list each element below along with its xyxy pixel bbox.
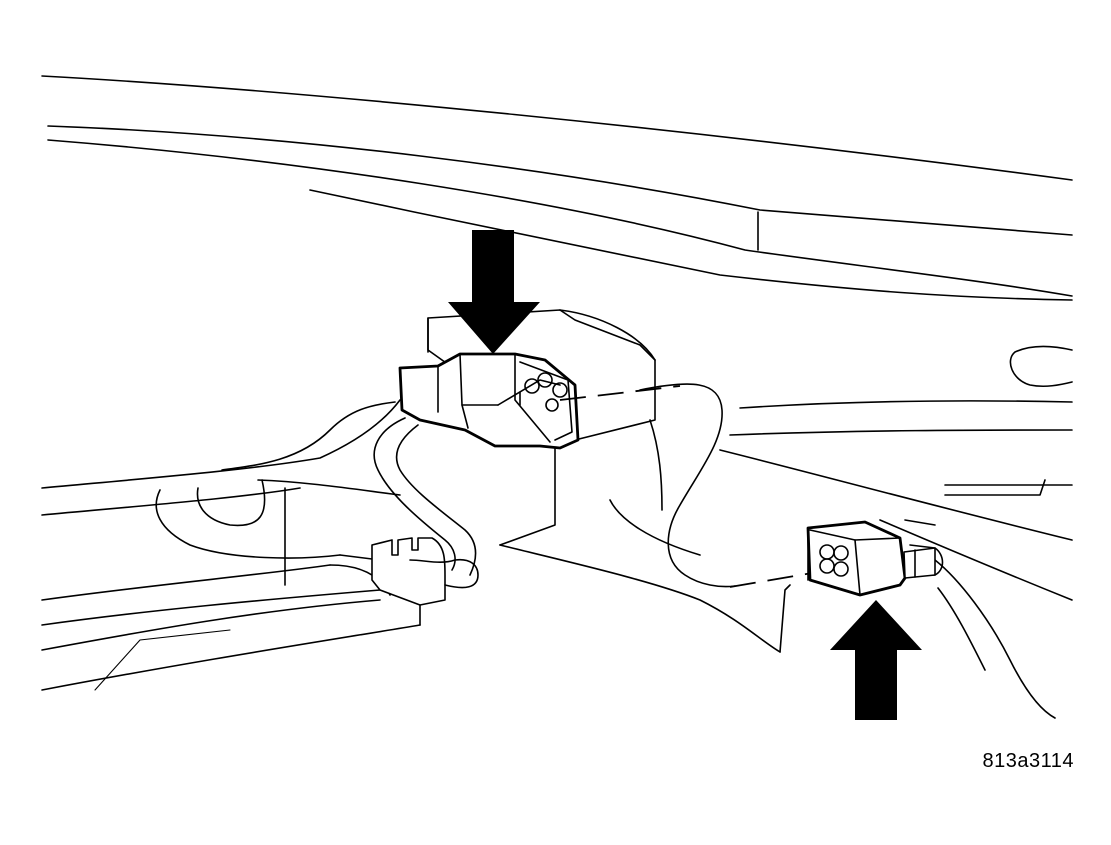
arrow-down-icon [448, 230, 540, 354]
lower-connector [806, 520, 936, 597]
center-panel [499, 419, 791, 653]
upper-connector [398, 352, 580, 450]
arrow-up-icon [830, 600, 922, 720]
sensor-wire [639, 383, 736, 588]
part-id-label: 813a3114 [982, 750, 1074, 772]
upper-panel [41, 75, 1073, 301]
lower-structure [41, 399, 421, 691]
right-structure [719, 345, 1073, 719]
harness-strap [371, 417, 479, 606]
